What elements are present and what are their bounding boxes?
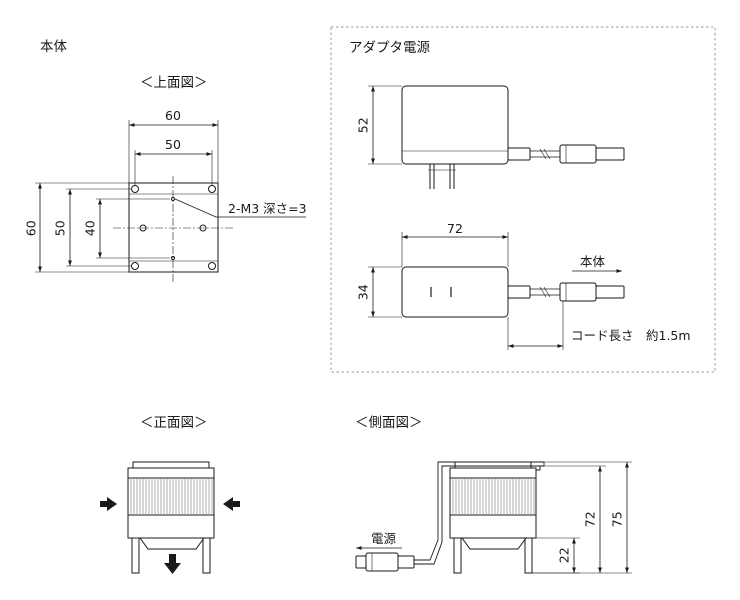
adapter-height-52-label: 52 [355, 117, 371, 134]
adapter-height-34-label: 34 [355, 284, 371, 301]
side-height-75-label: 75 [609, 511, 625, 528]
top-height-40-label: 40 [82, 220, 98, 237]
airflow-in-left-icon [100, 497, 117, 511]
adapter-side-drawing [368, 85, 625, 189]
cord-length-label: コード長さ 約1.5m [571, 328, 691, 343]
corner-hole [131, 262, 139, 270]
hole-spec-label: 2-M3 深さ=3 [228, 201, 307, 216]
to-body-label: 本体 [580, 254, 606, 269]
adapter-title: アダプタ電源 [349, 40, 430, 56]
top-width-60-label: 60 [165, 108, 181, 123]
top-height-50-label: 50 [52, 220, 68, 237]
corner-hole [208, 262, 216, 270]
side-view-drawing [355, 461, 632, 574]
top-view-title: ＜上面図＞ [140, 75, 208, 91]
top-width-50-label: 50 [165, 137, 181, 152]
top-view-drawing [35, 120, 306, 282]
side-height-72-label: 72 [582, 511, 598, 528]
corner-hole [208, 185, 216, 193]
front-view-title: ＜正面図＞ [140, 415, 208, 431]
adapter-width-72-label: 72 [447, 221, 463, 236]
top-height-60-label: 60 [23, 220, 39, 237]
side-view-title: ＜側面図＞ [355, 415, 423, 431]
power-label: 電源 [371, 531, 397, 546]
airflow-out-down-icon [164, 554, 181, 574]
airflow-in-right-icon [223, 497, 240, 511]
adapter-frame [330, 26, 716, 373]
adapter-front-drawing [368, 232, 625, 350]
fins [130, 479, 213, 514]
front-view-drawing [127, 461, 215, 574]
corner-hole [131, 185, 139, 193]
main-body-title: 本体 [40, 39, 67, 55]
fins [452, 479, 535, 514]
side-height-22-label: 22 [556, 547, 572, 564]
